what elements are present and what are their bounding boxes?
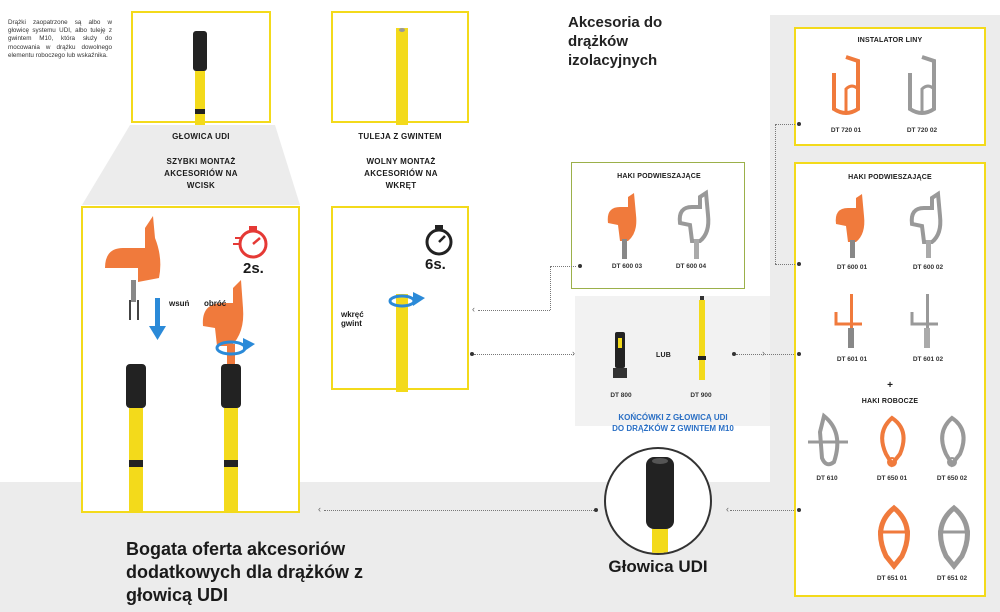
work-hook-code-5: DT 651 02: [936, 575, 968, 582]
connector-dot-hooks-small: [578, 264, 582, 268]
work-hook-gray-large-icon: [808, 412, 848, 467]
udi-head-illustration: [193, 31, 207, 125]
work-hook-orange-large-icon: [878, 504, 910, 571]
udi-step-insert: wsuń: [169, 299, 190, 308]
connector-to-thread: [478, 310, 550, 311]
hook-large-gray-icon: [909, 190, 943, 258]
connector-circle-to-left: [324, 510, 594, 511]
middle-gray-panel: [575, 296, 770, 426]
udi-head-label: GŁOWICA UDI: [172, 132, 230, 141]
hooks-large-code-1: DT 600 01: [836, 264, 868, 271]
connector-to-installer: [775, 124, 795, 125]
installer-code-1: DT 720 01: [830, 127, 862, 134]
udi-circle: [604, 447, 712, 555]
tips-caption-1: KOŃCÓWKI Z GŁOWICĄ UDI: [618, 413, 728, 422]
hooks-large-code-4: DT 601 02: [912, 356, 944, 363]
connector-vertical-right: [775, 124, 776, 264]
installer-code-2: DT 720 02: [906, 127, 938, 134]
hooks-large-code-2: DT 600 02: [912, 264, 944, 271]
thread-demo-illustration: [388, 292, 425, 392]
tips-caption-2: DO DRĄŻKÓW Z GWINTEM M10: [612, 424, 734, 433]
tip-dt900-illustration: [698, 296, 706, 380]
installer-box: INSTALATOR LINY DT 720 01 DT 720 02: [794, 27, 986, 146]
hooks-large-code-3: DT 601 01: [836, 356, 868, 363]
hook-code-1: DT 600 03: [611, 263, 643, 270]
stopwatch-dark-icon: [425, 225, 453, 256]
thread-step: wkręć gwint: [341, 310, 364, 328]
tip-code-1: DT 800: [610, 392, 632, 399]
intro-text: Drążki zaopatrzone są albo w głowicę sys…: [8, 19, 112, 59]
work-hook-gray-large2-icon: [938, 504, 970, 571]
arrow-to-left: ‹: [318, 504, 321, 514]
hook-orange-icon: [607, 193, 637, 259]
hook-fork-gray-icon: [910, 294, 938, 348]
udi-time: 2s.: [243, 260, 264, 277]
tip-dt800-illustration: [613, 332, 627, 378]
connector-dot-thread: [470, 352, 474, 356]
work-hooks-title: HAKI ROBOCZE: [861, 398, 919, 405]
connector-dot-installer: [797, 122, 801, 126]
main-title: Akcesoria do drążków izolacyjnych: [568, 14, 663, 69]
hooks-small-title: HAKI PODWIESZAJĄCE: [617, 173, 701, 180]
work-hook-gray-icon: [940, 415, 966, 468]
udi-head-box: [131, 11, 271, 125]
connector-dot-circle: [594, 508, 598, 512]
hook-fork-orange-icon: [834, 294, 862, 348]
stopwatch-red-icon: [233, 226, 268, 259]
hooks-large-box: HAKI PODWIESZAJĄCE DT 600 01 DT 600 02 D…: [794, 162, 986, 597]
arrow-to-thread: ‹: [472, 304, 475, 314]
work-hook-code-1: DT 610: [816, 475, 838, 482]
connector-hooks-small-vertical: [550, 266, 551, 310]
connector-hooks-small: [550, 266, 576, 267]
work-hook-code-4: DT 651 01: [876, 575, 908, 582]
connector-dot-work: [797, 508, 801, 512]
hooks-large-title: HAKI PODWIESZAJĄCE: [848, 174, 932, 181]
hooks-small-box: HAKI PODWIESZAJĄCE DT 600 03 DT 600 04: [571, 162, 745, 289]
thread-sleeve-feature: WOLNY MONTAŻ AKCESORIÓW NA WKRĘT: [364, 157, 438, 190]
udi-head-feature: SZYBKI MONTAŻ AKCESORIÓW NA WCISK: [164, 157, 238, 190]
connector-dot-tips: [732, 352, 736, 356]
udi-circle-illustration: [646, 457, 674, 553]
installer-orange-icon: [832, 55, 860, 115]
connector-tips-to-hooks: [736, 354, 794, 355]
connector-dot-hooks-large: [797, 262, 801, 266]
udi-demo-illustration: [105, 216, 255, 513]
connector-circle-to-right: [730, 510, 794, 511]
thread-sleeve-label: TULEJA Z GWINTEM: [358, 132, 442, 141]
installer-title: INSTALATOR LINY: [857, 37, 923, 44]
udi-circle-label: Głowica UDI: [608, 557, 708, 576]
udi-step-rotate: obróć: [204, 299, 227, 308]
work-hook-code-3: DT 650 02: [936, 475, 968, 482]
connector-thread-to-tips: [474, 354, 574, 355]
thread-sleeve-illustration: [396, 28, 408, 125]
work-hook-code-2: DT 650 01: [876, 475, 908, 482]
plus-sign: +: [887, 380, 893, 391]
hook-code-2: DT 600 04: [675, 263, 707, 270]
connector-dot-hooks-large-2: [797, 352, 801, 356]
thread-time: 6s.: [425, 256, 446, 273]
hook-large-orange-icon: [835, 194, 865, 258]
work-hook-orange-icon: [880, 415, 906, 468]
installer-gray-icon: [908, 55, 936, 115]
arrow-to-tips: ›: [572, 348, 575, 358]
arrow-to-circle: ‹: [726, 504, 729, 514]
udi-demo-box: 2s. wsuń obróć: [81, 206, 300, 513]
footer-title: Bogata oferta akcesoriów dodatkowych dla…: [126, 539, 364, 605]
thread-sleeve-box: [331, 11, 469, 125]
arrow-to-hooks: ›: [762, 348, 765, 358]
thread-demo-box: 6s. wkręć gwint: [331, 206, 469, 392]
tip-code-2: DT 900: [690, 392, 712, 399]
hook-gray-icon: [677, 189, 711, 259]
connector-to-hooks-large: [775, 264, 795, 265]
tips-or-label: LUB: [656, 352, 671, 359]
